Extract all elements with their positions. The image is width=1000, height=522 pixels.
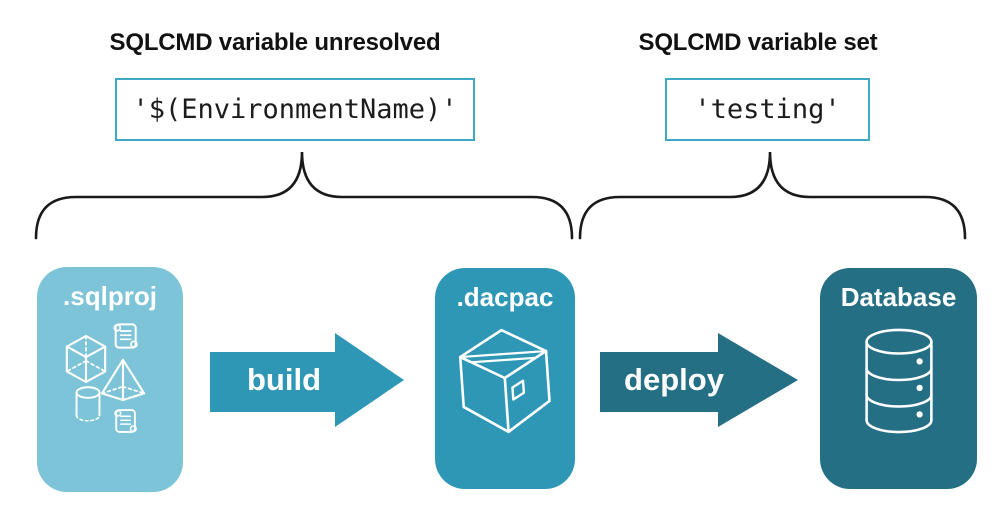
cylinder-icon bbox=[75, 386, 101, 422]
scroll-icon bbox=[114, 409, 137, 433]
build-arrow-label: build bbox=[246, 362, 322, 397]
build-arrow bbox=[210, 333, 404, 427]
right-brace bbox=[578, 151, 967, 240]
database-cylinder-icon bbox=[865, 328, 933, 434]
dacpac-node: .dacpac bbox=[435, 268, 575, 489]
sqlproj-node: .sqlproj bbox=[37, 267, 183, 492]
pyramid-icon bbox=[100, 358, 146, 402]
unresolved-variable-box: '$(EnvironmentName)' bbox=[115, 78, 475, 141]
scroll-icon bbox=[113, 323, 138, 349]
braces-graphic bbox=[34, 151, 967, 240]
package-box-icon bbox=[458, 328, 551, 434]
set-variable-code: 'testing' bbox=[694, 94, 841, 125]
unresolved-variable-code: '$(EnvironmentName)' bbox=[132, 94, 458, 125]
cube-icon bbox=[65, 334, 107, 384]
right-annotation-title: SQLCMD variable set bbox=[638, 29, 878, 56]
database-label: Database bbox=[840, 282, 957, 312]
left-brace bbox=[34, 151, 574, 240]
set-variable-box: 'testing' bbox=[665, 78, 870, 141]
dacpac-label: .dacpac bbox=[456, 282, 554, 312]
sqlproj-label: .sqlproj bbox=[63, 281, 157, 311]
left-annotation-title: SQLCMD variable unresolved bbox=[109, 29, 441, 56]
deploy-arrow bbox=[600, 333, 798, 427]
deploy-arrow-label: deploy bbox=[624, 362, 724, 397]
database-node: Database bbox=[820, 268, 977, 489]
